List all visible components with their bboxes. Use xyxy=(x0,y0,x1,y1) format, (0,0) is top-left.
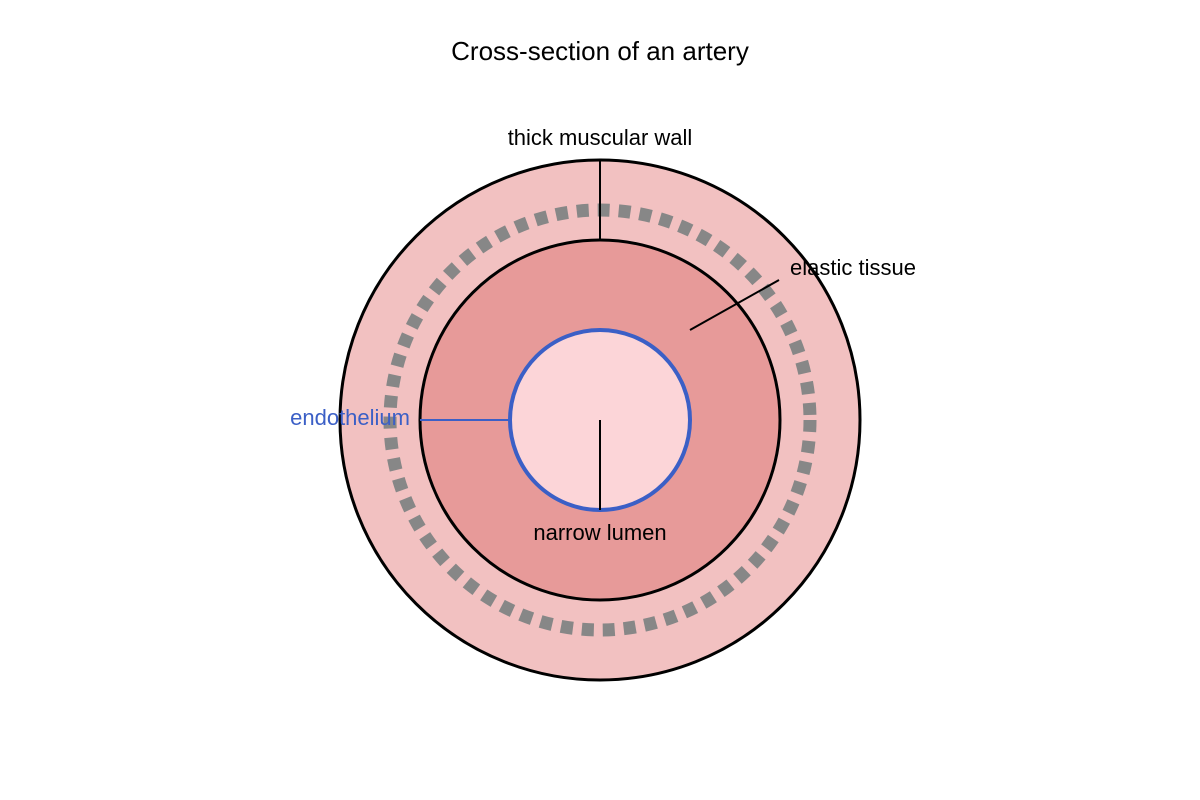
diagram-title: Cross-section of an artery xyxy=(451,36,749,66)
lumen-label: narrow lumen xyxy=(533,520,666,545)
wall-label: thick muscular wall xyxy=(508,125,693,150)
endothelium-label: endothelium xyxy=(290,405,410,430)
elastic-leader-line xyxy=(689,279,780,331)
elastic-tissue-label: elastic tissue xyxy=(790,255,916,280)
